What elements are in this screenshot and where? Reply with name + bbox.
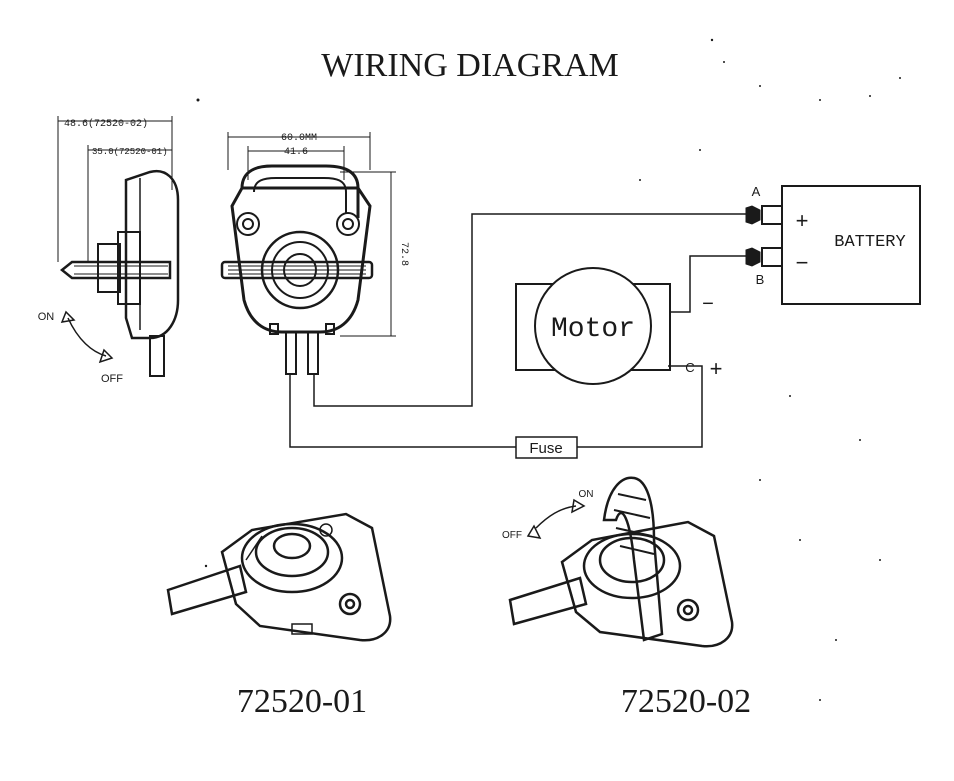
dim-side-inner: 35.0(72520-01) [92, 147, 168, 157]
terminal-b-label: B [756, 272, 765, 287]
model-label-72520-02: 72520-02 [621, 683, 751, 720]
bottom-rotation-arrow [526, 498, 586, 539]
motor-label: Motor [551, 314, 635, 345]
fuse-symbol [515, 436, 578, 459]
terminal-a-label: A [752, 184, 761, 199]
fuse-label: Fuse [529, 440, 562, 457]
terminal-c-label: C [685, 360, 694, 375]
dim-front-width: 60.0MM [281, 133, 317, 144]
wiring [289, 213, 746, 448]
battery-symbol [745, 185, 921, 305]
motor-symbol [515, 267, 671, 385]
side-off-label: OFF [101, 373, 123, 385]
switch-72520-01-illustration [166, 512, 392, 642]
battery-label: BATTERY [834, 233, 905, 252]
model-label-72520-01: 72520-01 [237, 683, 367, 720]
wire-motor-negative-to-battery-negative [670, 255, 746, 313]
wire-switch-to-fuse [289, 374, 516, 448]
motor-plus-sign: + [710, 356, 723, 381]
scan-speckles [196, 38, 901, 701]
side-dimension-lines [57, 116, 173, 262]
motor-minus-sign: − [702, 293, 714, 315]
dim-side-outer: 48.6(72520-02) [64, 118, 148, 130]
side-rotation-arrow [60, 310, 114, 364]
wire-switch-to-battery-positive [313, 213, 746, 407]
dim-front-height: 72.8 [398, 242, 409, 266]
wire-fuse-to-motor-positive [577, 365, 703, 448]
battery-minus-sign: − [796, 250, 809, 275]
side-view-switch [57, 116, 180, 377]
battery-plus-sign: + [796, 208, 809, 233]
switch-72520-02-illustration [508, 476, 734, 648]
dim-front-inner: 41.6 [284, 147, 308, 158]
front-view-switch [220, 132, 396, 375]
side-on-label: ON [38, 311, 55, 323]
bottom-off-label: OFF [502, 530, 522, 541]
diagram-title: WIRING DIAGRAM [321, 47, 618, 84]
bottom-on-label: ON [579, 489, 594, 500]
